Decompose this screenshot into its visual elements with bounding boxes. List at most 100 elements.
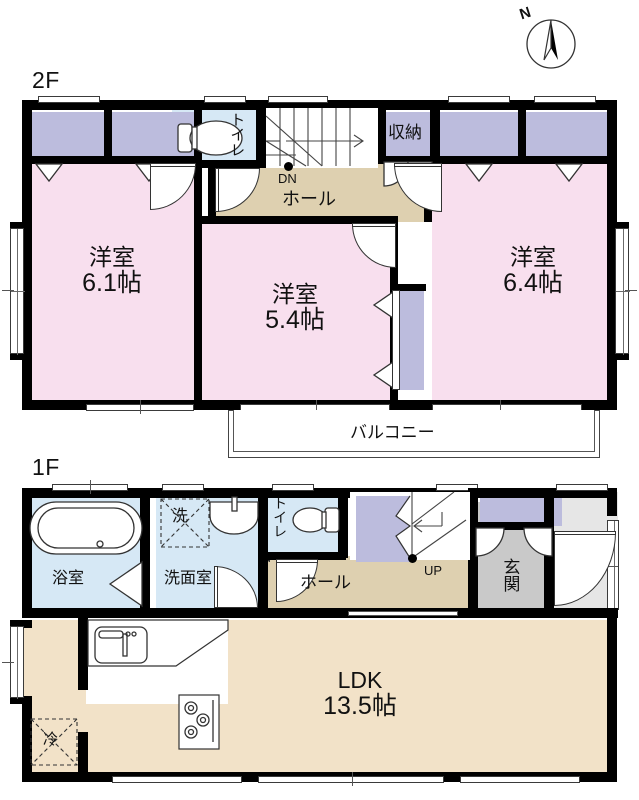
wall-2f-storage-bottom bbox=[378, 156, 432, 164]
closet-2f-a bbox=[30, 112, 104, 160]
wall-2f-hall-bottom bbox=[202, 216, 390, 224]
window-1f-top-stair bbox=[436, 484, 478, 491]
tick-1f-top-bath bbox=[90, 480, 91, 494]
stairs-1f bbox=[350, 491, 470, 562]
window-1f-right-tick bbox=[604, 566, 618, 567]
wall-2f-right-bump-top bbox=[607, 222, 629, 230]
washer-label: 洗 bbox=[172, 508, 189, 525]
wall-1f-right-upper bbox=[607, 488, 617, 516]
door-leaf-2f-toilet[interactable] bbox=[215, 168, 219, 212]
window-2f-left bbox=[10, 228, 25, 355]
balcony-label: バルコニー bbox=[350, 423, 435, 442]
closet-2f-storage bbox=[386, 112, 430, 160]
wall-2f-right bbox=[607, 100, 617, 410]
tick-2f-bot-mid bbox=[316, 400, 317, 414]
wall-2f-toilet-bottom bbox=[194, 160, 266, 168]
closet-arrow-2f-mid-top bbox=[372, 290, 394, 320]
room-label-ldk: LDK 13.5帖 bbox=[300, 668, 420, 720]
window-2f-top-left bbox=[38, 96, 100, 103]
window-1f-bot-a bbox=[112, 776, 242, 783]
wall-1f-washroom-right bbox=[258, 488, 268, 616]
wall-2f-closet-band-left bbox=[22, 156, 202, 164]
kitchen-stove bbox=[178, 694, 220, 750]
window-2f-right-tick bbox=[625, 290, 637, 291]
room-label-washitsu-right-name: 洋室 bbox=[510, 244, 556, 270]
vanity-sink bbox=[208, 496, 260, 542]
wall-1f-top bbox=[22, 488, 617, 498]
washer-box bbox=[160, 498, 210, 548]
wall-1f-porch-bottom bbox=[546, 608, 618, 618]
window-1f-bot-b bbox=[258, 776, 444, 783]
door-leaf-2f-mid-room[interactable] bbox=[352, 223, 396, 227]
door-leaf-washroom[interactable] bbox=[214, 566, 218, 608]
room-label-washitsu-left: 洋室 6.1帖 bbox=[62, 245, 162, 297]
sliding-door-hall-ldk[interactable] bbox=[348, 611, 458, 616]
wall-2f-left bbox=[22, 100, 32, 410]
wall-1f-toilet-bottom bbox=[268, 552, 346, 560]
floor-tag-1f: 1F bbox=[32, 454, 60, 480]
window-2f-top-right1 bbox=[448, 96, 510, 103]
window-2f-right bbox=[615, 228, 630, 355]
door-leaf-2f-left-room[interactable] bbox=[150, 163, 196, 167]
room-fill-washitsu-right bbox=[432, 160, 617, 410]
wall-1f-left-bump-bot bbox=[10, 696, 32, 704]
window-1f-top-toilet bbox=[272, 484, 314, 491]
wall-1f-bath-right bbox=[140, 488, 150, 616]
window-2f-left-tick bbox=[2, 290, 14, 291]
wall-2f-right-bump-bot bbox=[607, 352, 629, 360]
wall-1f-right-lower bbox=[607, 610, 617, 782]
door-entrance-closet[interactable] bbox=[475, 527, 553, 558]
wall-1f-left-upper bbox=[22, 488, 32, 616]
floor-tag-2f: 2F bbox=[32, 67, 60, 93]
stair-newel-dot-2f bbox=[284, 162, 293, 171]
hall-2f-label: ホール bbox=[282, 189, 336, 209]
floor-plan-1f: 浴室 洗 洗面室 bbox=[0, 470, 639, 800]
closet-arrow-2f-c bbox=[464, 163, 494, 183]
tick-2f-bot-right bbox=[500, 400, 501, 414]
window-1f-top-porch bbox=[556, 484, 608, 491]
room-label-washitsu-right-size: 6.4帖 bbox=[503, 268, 563, 297]
toilet-fixture-2f bbox=[176, 114, 250, 162]
washroom-label: 洗面室 bbox=[164, 570, 213, 587]
wall-1f-left-bump-top bbox=[10, 620, 32, 628]
closet-arrow-2f-d bbox=[554, 163, 584, 183]
floor-plan-2f: トイレ DN ホール 収納 bbox=[2, 96, 637, 458]
balcony-outline-inner bbox=[233, 410, 595, 452]
wall-2f-hall-left bbox=[208, 164, 216, 222]
door-bath[interactable] bbox=[108, 560, 144, 608]
toilet-1f-label: トイレ bbox=[272, 496, 289, 538]
entrance-label: 玄関 bbox=[500, 558, 520, 592]
room-label-ldk-name: LDK bbox=[337, 667, 383, 693]
room-label-washitsu-left-size: 6.1帖 bbox=[82, 268, 142, 297]
wall-2f-toilet-right bbox=[256, 108, 266, 168]
window-2f-top-right2 bbox=[534, 96, 596, 103]
closet-2f-mid-vertical bbox=[398, 290, 424, 390]
wall-1f-washroom-bottom bbox=[150, 608, 268, 618]
tick-1f-bot-b bbox=[352, 772, 353, 786]
closet-door-2f-mid bbox=[392, 290, 400, 390]
wall-2f-left-bump-bot bbox=[10, 352, 32, 360]
wall-2f-closet-div-left bbox=[104, 108, 112, 160]
door-leaf-2f-right-room[interactable] bbox=[394, 163, 442, 167]
room-label-washitsu-right: 洋室 6.4帖 bbox=[483, 245, 583, 297]
hall-1f-label: ホール bbox=[300, 573, 351, 592]
door-leaf-front-entry[interactable] bbox=[554, 531, 616, 535]
closet-arrow-2f-a bbox=[34, 163, 64, 183]
stairs-down-label: DN bbox=[278, 171, 297, 186]
wall-2f-storage-left bbox=[378, 108, 386, 164]
wall-2f-mid-left bbox=[194, 164, 202, 410]
window-1f-left-tick bbox=[2, 662, 14, 663]
wall-1f-kitchen-left bbox=[78, 618, 88, 690]
wall-1f-toilet-right bbox=[338, 488, 348, 558]
room-label-washitsu-mid-size: 5.4帖 bbox=[265, 305, 325, 334]
stairs-up-label: UP bbox=[424, 563, 443, 578]
fridge-box bbox=[30, 718, 78, 766]
room-label-washitsu-mid: 洋室 5.4帖 bbox=[245, 282, 345, 334]
room-label-washitsu-mid-name: 洋室 bbox=[272, 281, 318, 307]
door-hall-washroom[interactable] bbox=[268, 560, 270, 562]
window-1f-bot-c bbox=[460, 776, 580, 783]
kitchen-sink bbox=[94, 626, 148, 664]
room-label-washitsu-left-name: 洋室 bbox=[89, 244, 135, 270]
door-leaf-toilet-1f[interactable] bbox=[276, 559, 318, 563]
